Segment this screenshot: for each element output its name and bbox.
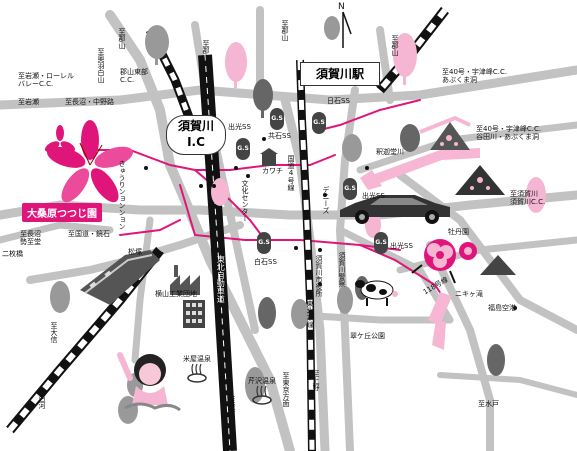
label-nisseki-ss: 日石SS <box>327 97 350 105</box>
gas-station-badge: G.S <box>270 108 284 130</box>
dest-tenei2: 至大信 <box>50 322 59 343</box>
dest-joban2: 至上野 <box>312 370 321 391</box>
dest-shirakawa: 至白河 <box>38 388 47 409</box>
dest-koriyama: 至郡山 <box>118 28 127 49</box>
label-shiyakusho: 須賀川市役所 <box>315 255 324 297</box>
dest-koriyama-right: 至郡山 <box>391 35 400 56</box>
label-kawachi: カワチ <box>262 167 283 175</box>
dest-hobaru: 至奥羽白山 <box>97 48 106 83</box>
poi-dots <box>144 137 517 310</box>
label-kokuritsu-byoin: 翠ケ丘公園 <box>350 332 385 340</box>
dest-mito: 至水戸 <box>478 400 499 408</box>
north-arrow-icon <box>342 11 352 48</box>
dest-gunma-cc2: 至40号・宇津峰C.C. 谷田川・あぶくま洞 <box>476 125 542 142</box>
onsen-icon <box>187 363 272 405</box>
pink-highways <box>360 115 480 350</box>
label-dennys: デニーズ <box>322 186 331 214</box>
sukagawa-ic-label: 須賀川 I.C <box>166 115 226 155</box>
label-route4: 国道4号線 <box>287 155 296 191</box>
factory-icon <box>170 265 200 295</box>
sports-car-icon <box>340 195 450 224</box>
label-shakado-river: 釈迦堂川 <box>376 148 404 156</box>
station-building-icon <box>260 148 278 166</box>
dest-sukagawa-cc: 至須賀川 須賀川C.C. <box>510 190 546 207</box>
label-tohoku-line: 東北本線 <box>306 300 315 328</box>
north-label: N <box>338 2 345 12</box>
azalea-park-label: 大桑原つつじ園 <box>22 203 102 222</box>
gas-station-badge: G.S <box>343 178 357 200</box>
dest-koriyama-tobu: 郡山東部 C.C. <box>120 68 148 85</box>
building-icon <box>183 300 205 328</box>
dest-joban: 至東京方面 <box>282 372 291 407</box>
label-serizawa-onsen: 芹沢温泉 <box>248 377 276 385</box>
mountain-icon <box>430 122 516 275</box>
dest-ojiri: 至国道・鏡石 <box>68 230 110 238</box>
gas-station-badge: G.S <box>312 112 326 134</box>
azalea-flower-icon <box>47 120 133 203</box>
cow-icon <box>355 280 398 306</box>
label-bunka-center: 文化センター <box>241 180 250 222</box>
dest-tamura: 至郡山 <box>202 40 211 61</box>
label-idemitsu-ss-1: 出光SS <box>228 123 251 131</box>
tree-icon <box>50 16 546 424</box>
dest-tokyo: 至東京 <box>228 396 237 417</box>
label-kyoseki-ss: 共石SS <box>268 132 291 140</box>
dest-nihonmatsu: 二枚橋 <box>2 250 23 258</box>
peony-flower-icon <box>411 239 477 284</box>
sukagawa-station-label: 須賀川駅 <box>300 62 380 86</box>
gas-station-badge: G.S <box>236 138 250 160</box>
dest-iwase: 至岩瀬 <box>18 98 39 106</box>
label-tohoku-expressway: 東北自動車道 <box>216 255 226 303</box>
label-shiraishi-ss: 白石SS <box>254 258 277 266</box>
girl-bathing-icon <box>117 352 181 412</box>
label-keisatsu: 須賀川警察 <box>338 252 347 287</box>
label-fukushima-airport: 福島空港 <box>488 304 516 312</box>
dest-gunma-cc: 至40号・宇津峰C.C. あぶくま洞 <box>442 68 508 85</box>
dest-iwase-laurel: 至岩瀬・ローレル バレーC.C. <box>18 72 74 89</box>
label-idemitsu-ss-3: 出光SS <box>390 242 413 250</box>
gas-station-badge: G.S <box>374 232 388 254</box>
azalea-flower-small-icon <box>44 125 76 152</box>
dest-koriyama-top: 至郡山 <box>281 20 290 41</box>
label-yokoyama: 横山工業団地 <box>155 290 197 298</box>
dest-nishigo: 至長沼 勢至堂 <box>20 230 41 247</box>
dest-nagaoka: 至長沼・中野路 <box>65 98 114 106</box>
label-yoneya-onsen: 米屋温泉 <box>183 355 211 363</box>
tohoku-expressway <box>198 54 237 451</box>
label-kyuri: きゅうりンョンンョン <box>118 160 127 230</box>
label-nikigataki: ニキヶ滝 <box>455 290 483 298</box>
tohoku-railway-main <box>296 59 316 451</box>
label-peony-garden: 牡丹園 <box>448 228 469 236</box>
gas-station-badge: G.S <box>257 232 271 254</box>
label-matsuzuka: 松塚 <box>128 248 142 256</box>
train-icon <box>80 250 160 305</box>
label-idemitsu-ss-2: 出光SS <box>362 192 385 200</box>
